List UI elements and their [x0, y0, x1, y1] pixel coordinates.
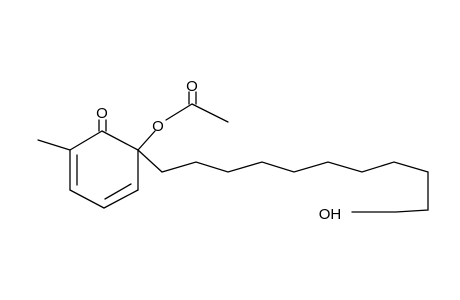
acetate-group: O O [137, 78, 229, 151]
ketone-oxygen-label: O [96, 105, 108, 122]
ketone-group: O [96, 105, 108, 132]
hydroxyl-label: OH [319, 206, 342, 223]
bond-c3-c4-inner [104, 183, 132, 200]
bond-c4-c5 [69, 189, 105, 209]
bond-acetyl-methyl [191, 103, 229, 123]
alkyl-chain [137, 149, 429, 213]
ring [69, 130, 139, 209]
bond-c2-oester [137, 130, 156, 151]
bond-c3-c4 [103, 189, 139, 209]
bond-oester-ccarbonyl [165, 103, 193, 121]
carbonyl-oxygen-label: O [186, 78, 198, 95]
bond-c1-c2 [101, 130, 139, 151]
ester-oxygen-label: O [152, 118, 164, 135]
bond-methyl [37, 139, 71, 151]
bond-c1-c6 [69, 130, 103, 151]
